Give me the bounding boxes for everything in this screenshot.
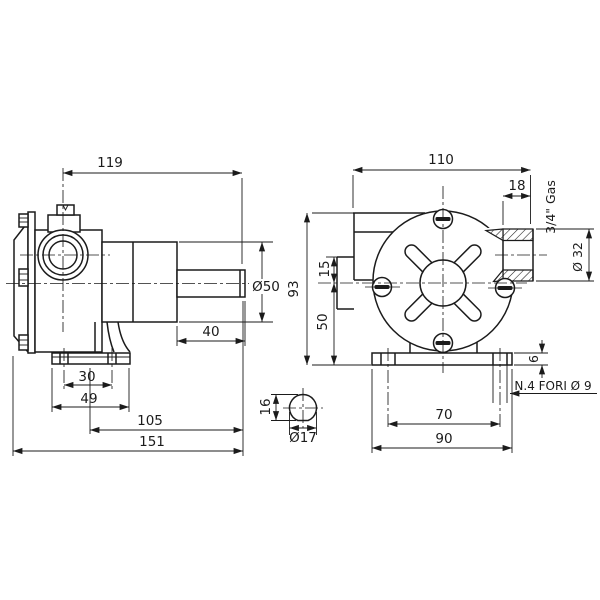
- dim-side-top-length: 119: [97, 155, 123, 171]
- dim-port-thread: 3/4" Gas: [543, 180, 558, 234]
- discharge-port: [484, 228, 547, 283]
- side-view: 119 Ø50 40 30 49 105: [6, 155, 282, 456]
- dim-slot-spacing: 30: [78, 369, 95, 385]
- dim-total-length: 151: [139, 434, 165, 450]
- dim-center-to-shoulder: 15: [317, 260, 333, 277]
- dim-shaft-flat: 16: [258, 398, 274, 415]
- dim-center-to-base: 50: [315, 313, 331, 330]
- bearing-housing: [94, 241, 178, 353]
- holes-note: N.4 FORI Ø 9: [514, 379, 591, 393]
- plug-notch: [62, 204, 69, 212]
- dim-front-width: 110: [428, 152, 454, 168]
- shaft-section-circle: [288, 393, 318, 422]
- dim-shaft-diameter: Ø17: [289, 430, 317, 446]
- side-dimensions: 119 Ø50 40 30 49 105: [12, 155, 282, 456]
- dim-base-thickness: 6: [526, 355, 541, 363]
- dim-foot-width: 49: [80, 391, 97, 407]
- shaft-cross-section: 16 Ø17: [258, 388, 323, 446]
- dim-bearing-diameter: Ø50: [252, 279, 280, 295]
- cover-plate: [27, 211, 36, 354]
- dim-base-width: 90: [435, 431, 452, 447]
- mounting-foot: [51, 352, 131, 365]
- dim-shaft-length: 40: [202, 324, 219, 340]
- dim-port-diameter: Ø 32: [570, 242, 585, 272]
- dim-body-length: 105: [137, 413, 163, 429]
- front-dimensions: 110 18 3/4" Gas Ø 32 93 15 50: [286, 152, 597, 453]
- mounting-base: [371, 342, 513, 428]
- dim-hole-spacing: 70: [435, 407, 452, 423]
- front-view: 110 18 3/4" Gas Ø 32 93 15 50: [286, 152, 597, 453]
- dim-port-depth: 18: [508, 178, 525, 194]
- dim-total-height: 93: [286, 280, 302, 297]
- cover-screws-side: [18, 213, 29, 351]
- front-centerlines: [318, 186, 527, 373]
- rear-flange: [13, 219, 29, 354]
